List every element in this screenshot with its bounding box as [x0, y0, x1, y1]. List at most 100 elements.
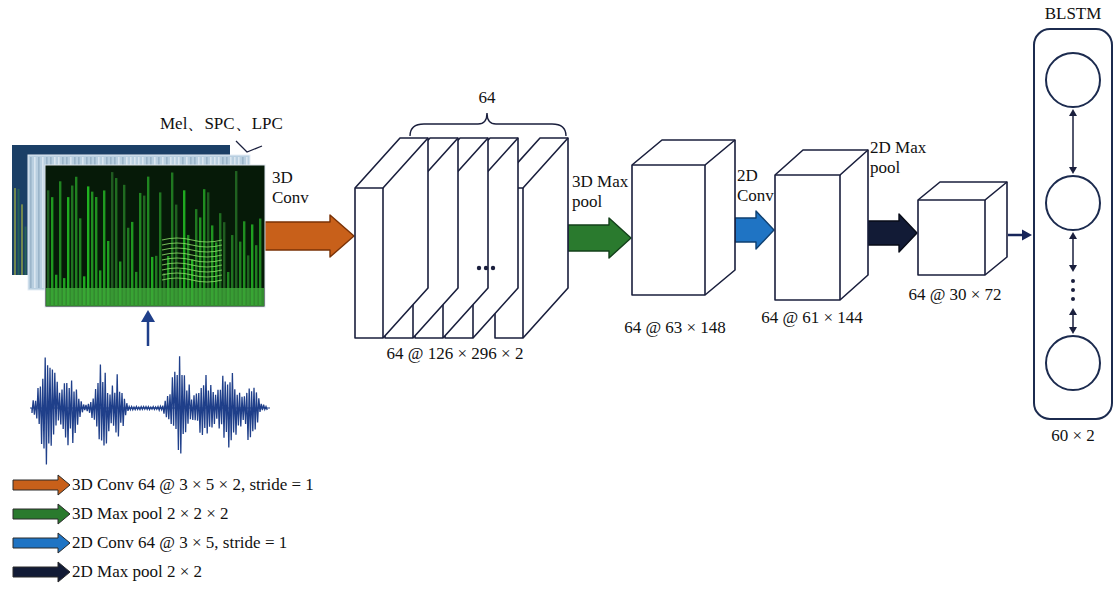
link-head [1069, 167, 1077, 174]
link-head [1069, 265, 1077, 272]
conv3d-output: 6464 @ 126 × 296 × 2 [355, 138, 568, 338]
lpc-band [115, 178, 117, 305]
lpc-spectrogram [45, 165, 265, 307]
lpc-band [123, 185, 125, 305]
flow-arrow [265, 215, 354, 257]
feature-cube [775, 150, 868, 300]
link-head [1069, 109, 1077, 116]
ellipsis-dot [1071, 288, 1075, 292]
cube-edge [632, 140, 735, 165]
lpc-band [47, 190, 49, 305]
legend-arrow [13, 533, 70, 553]
link-head [1069, 308, 1077, 315]
legend-swatch [12, 561, 72, 583]
lpc-band [111, 172, 113, 305]
pool2d-output: 64 @ 30 × 72 [918, 182, 1007, 275]
pool3d-output: 64 @ 63 × 148 [632, 140, 735, 295]
dimension-label: 64 @ 61 × 144 [761, 308, 863, 328]
operation-label: 3D Conv [272, 168, 320, 207]
lpc-band [235, 171, 237, 305]
recurrent-link [1072, 238, 1074, 266]
node-shape [918, 182, 1007, 275]
channel-count: 64 [479, 88, 496, 108]
blstm-block: BLSTM60 × 2 [1033, 28, 1113, 420]
harmonic-line [162, 278, 222, 282]
harmonic-line [162, 258, 222, 262]
slab-edge [355, 138, 428, 188]
mel-band [25, 227, 27, 275]
operation-label: 2D Max pool [870, 138, 934, 177]
dimension-label: 64 @ 126 × 296 × 2 [387, 344, 524, 364]
blstm-frame [1034, 29, 1112, 419]
input-arrow [147, 320, 150, 346]
block-arrow [868, 214, 917, 252]
dimension-label: 64 @ 63 × 148 [624, 318, 726, 338]
feature-input: Mel、SPC、LPC [12, 145, 265, 307]
node-shape [355, 138, 568, 338]
legend-text: 2D Max pool 2 × 2 [72, 561, 202, 583]
node-shape [632, 140, 735, 295]
node-shape [12, 145, 265, 307]
legend-arrow [13, 504, 70, 524]
recurrent-link [1072, 115, 1074, 168]
feature-names: Mel、SPC、LPC [160, 114, 283, 134]
block-arrow [265, 215, 354, 257]
slab-edge [522, 188, 524, 338]
flow-arrow [868, 214, 917, 252]
flow-arrow [1008, 230, 1032, 241]
feature-map-slab [355, 138, 428, 338]
harmonic-line [162, 268, 222, 272]
lpc-band [75, 177, 77, 305]
legend-arrow [13, 562, 70, 582]
lpc-band [87, 186, 89, 305]
block-arrow [735, 211, 774, 249]
lpc-band [91, 192, 93, 305]
block-arrow [568, 218, 631, 258]
lpc-band [183, 190, 185, 305]
feature-cube [632, 140, 735, 295]
mel-band [18, 189, 20, 275]
cube-edge [984, 200, 986, 275]
operation-label: 2D Conv [737, 166, 777, 205]
spc-band [38, 157, 40, 288]
input-arrowhead [141, 310, 155, 322]
operation-label: 3D Max pool [572, 172, 636, 211]
flow-arrow [735, 211, 774, 249]
harmonic-line [162, 263, 222, 267]
ellipsis-dot [1071, 279, 1075, 283]
lpc-band [71, 186, 73, 305]
legend-text: 3D Conv 64 @ 3 × 5 × 2, stride = 1 [72, 474, 314, 496]
block-title: BLSTM [1045, 4, 1102, 24]
legend-swatch [12, 503, 72, 525]
link-head [1069, 327, 1077, 334]
lstm-cell [1046, 336, 1100, 390]
cube-edge [704, 165, 706, 295]
harmonic-line [162, 253, 222, 257]
legend-text: 2D Conv 64 @ 3 × 5, stride = 1 [72, 532, 287, 554]
spc-band [34, 157, 36, 288]
dimension-label: 60 × 2 [1051, 426, 1095, 446]
slab-edge [382, 188, 384, 338]
lpc-band [59, 181, 61, 305]
spc-band [42, 157, 44, 288]
lstm-cell [1046, 176, 1100, 230]
flow-arrow [568, 218, 631, 258]
arrow-line [1008, 234, 1023, 237]
ellipsis-dot [477, 266, 481, 270]
lpc-band [103, 190, 105, 305]
arrow-head [1022, 230, 1032, 241]
leader-mark [236, 141, 262, 152]
ellipsis-dot [491, 266, 495, 270]
ellipsis-dot [484, 266, 488, 270]
harmonic-line [162, 238, 222, 242]
dimension-label: 64 @ 30 × 72 [908, 285, 1001, 305]
cube-edge [918, 182, 1007, 200]
audio-waveform [32, 356, 267, 464]
cube-edge [775, 150, 868, 175]
conv2d-output: 64 @ 61 × 144 [775, 150, 868, 300]
legend-text: 3D Max pool 2 × 2 × 2 [72, 503, 229, 525]
link-head [1069, 232, 1077, 239]
lpc-band [147, 177, 149, 305]
harmonic-line [162, 248, 222, 252]
